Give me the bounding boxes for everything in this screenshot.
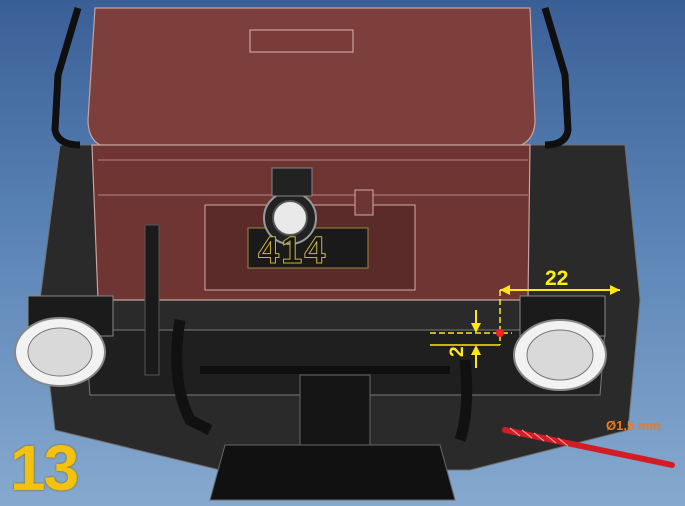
right-lamp bbox=[513, 295, 607, 391]
handrail-right bbox=[541, 6, 572, 149]
drill-point-marker bbox=[496, 329, 504, 337]
air-hose-left bbox=[171, 319, 213, 435]
top-headlight-lens bbox=[272, 200, 308, 236]
headlight-bracket bbox=[271, 167, 313, 197]
handrail-left bbox=[51, 6, 82, 149]
left-lamp bbox=[14, 295, 114, 387]
drill-size-label: Ø1,5 mm bbox=[606, 418, 661, 433]
coupler-head bbox=[209, 444, 456, 501]
dimension-label-width: 22 bbox=[545, 267, 569, 290]
drill-bit-icon bbox=[502, 427, 675, 468]
roof-hatch bbox=[249, 29, 354, 53]
step-number: 13 bbox=[10, 432, 79, 504]
plate-number: 414 bbox=[257, 230, 328, 273]
dimension-label-height: 2 bbox=[447, 346, 468, 357]
dimension-arrow bbox=[471, 345, 481, 355]
air-hose-right bbox=[454, 359, 473, 442]
horn-bracket bbox=[354, 189, 374, 216]
dimension-arrow bbox=[471, 323, 481, 333]
dimension-arrow bbox=[610, 285, 620, 295]
dimension-arrow bbox=[500, 285, 510, 295]
hood-body bbox=[87, 7, 536, 149]
vertical-post bbox=[144, 224, 160, 376]
